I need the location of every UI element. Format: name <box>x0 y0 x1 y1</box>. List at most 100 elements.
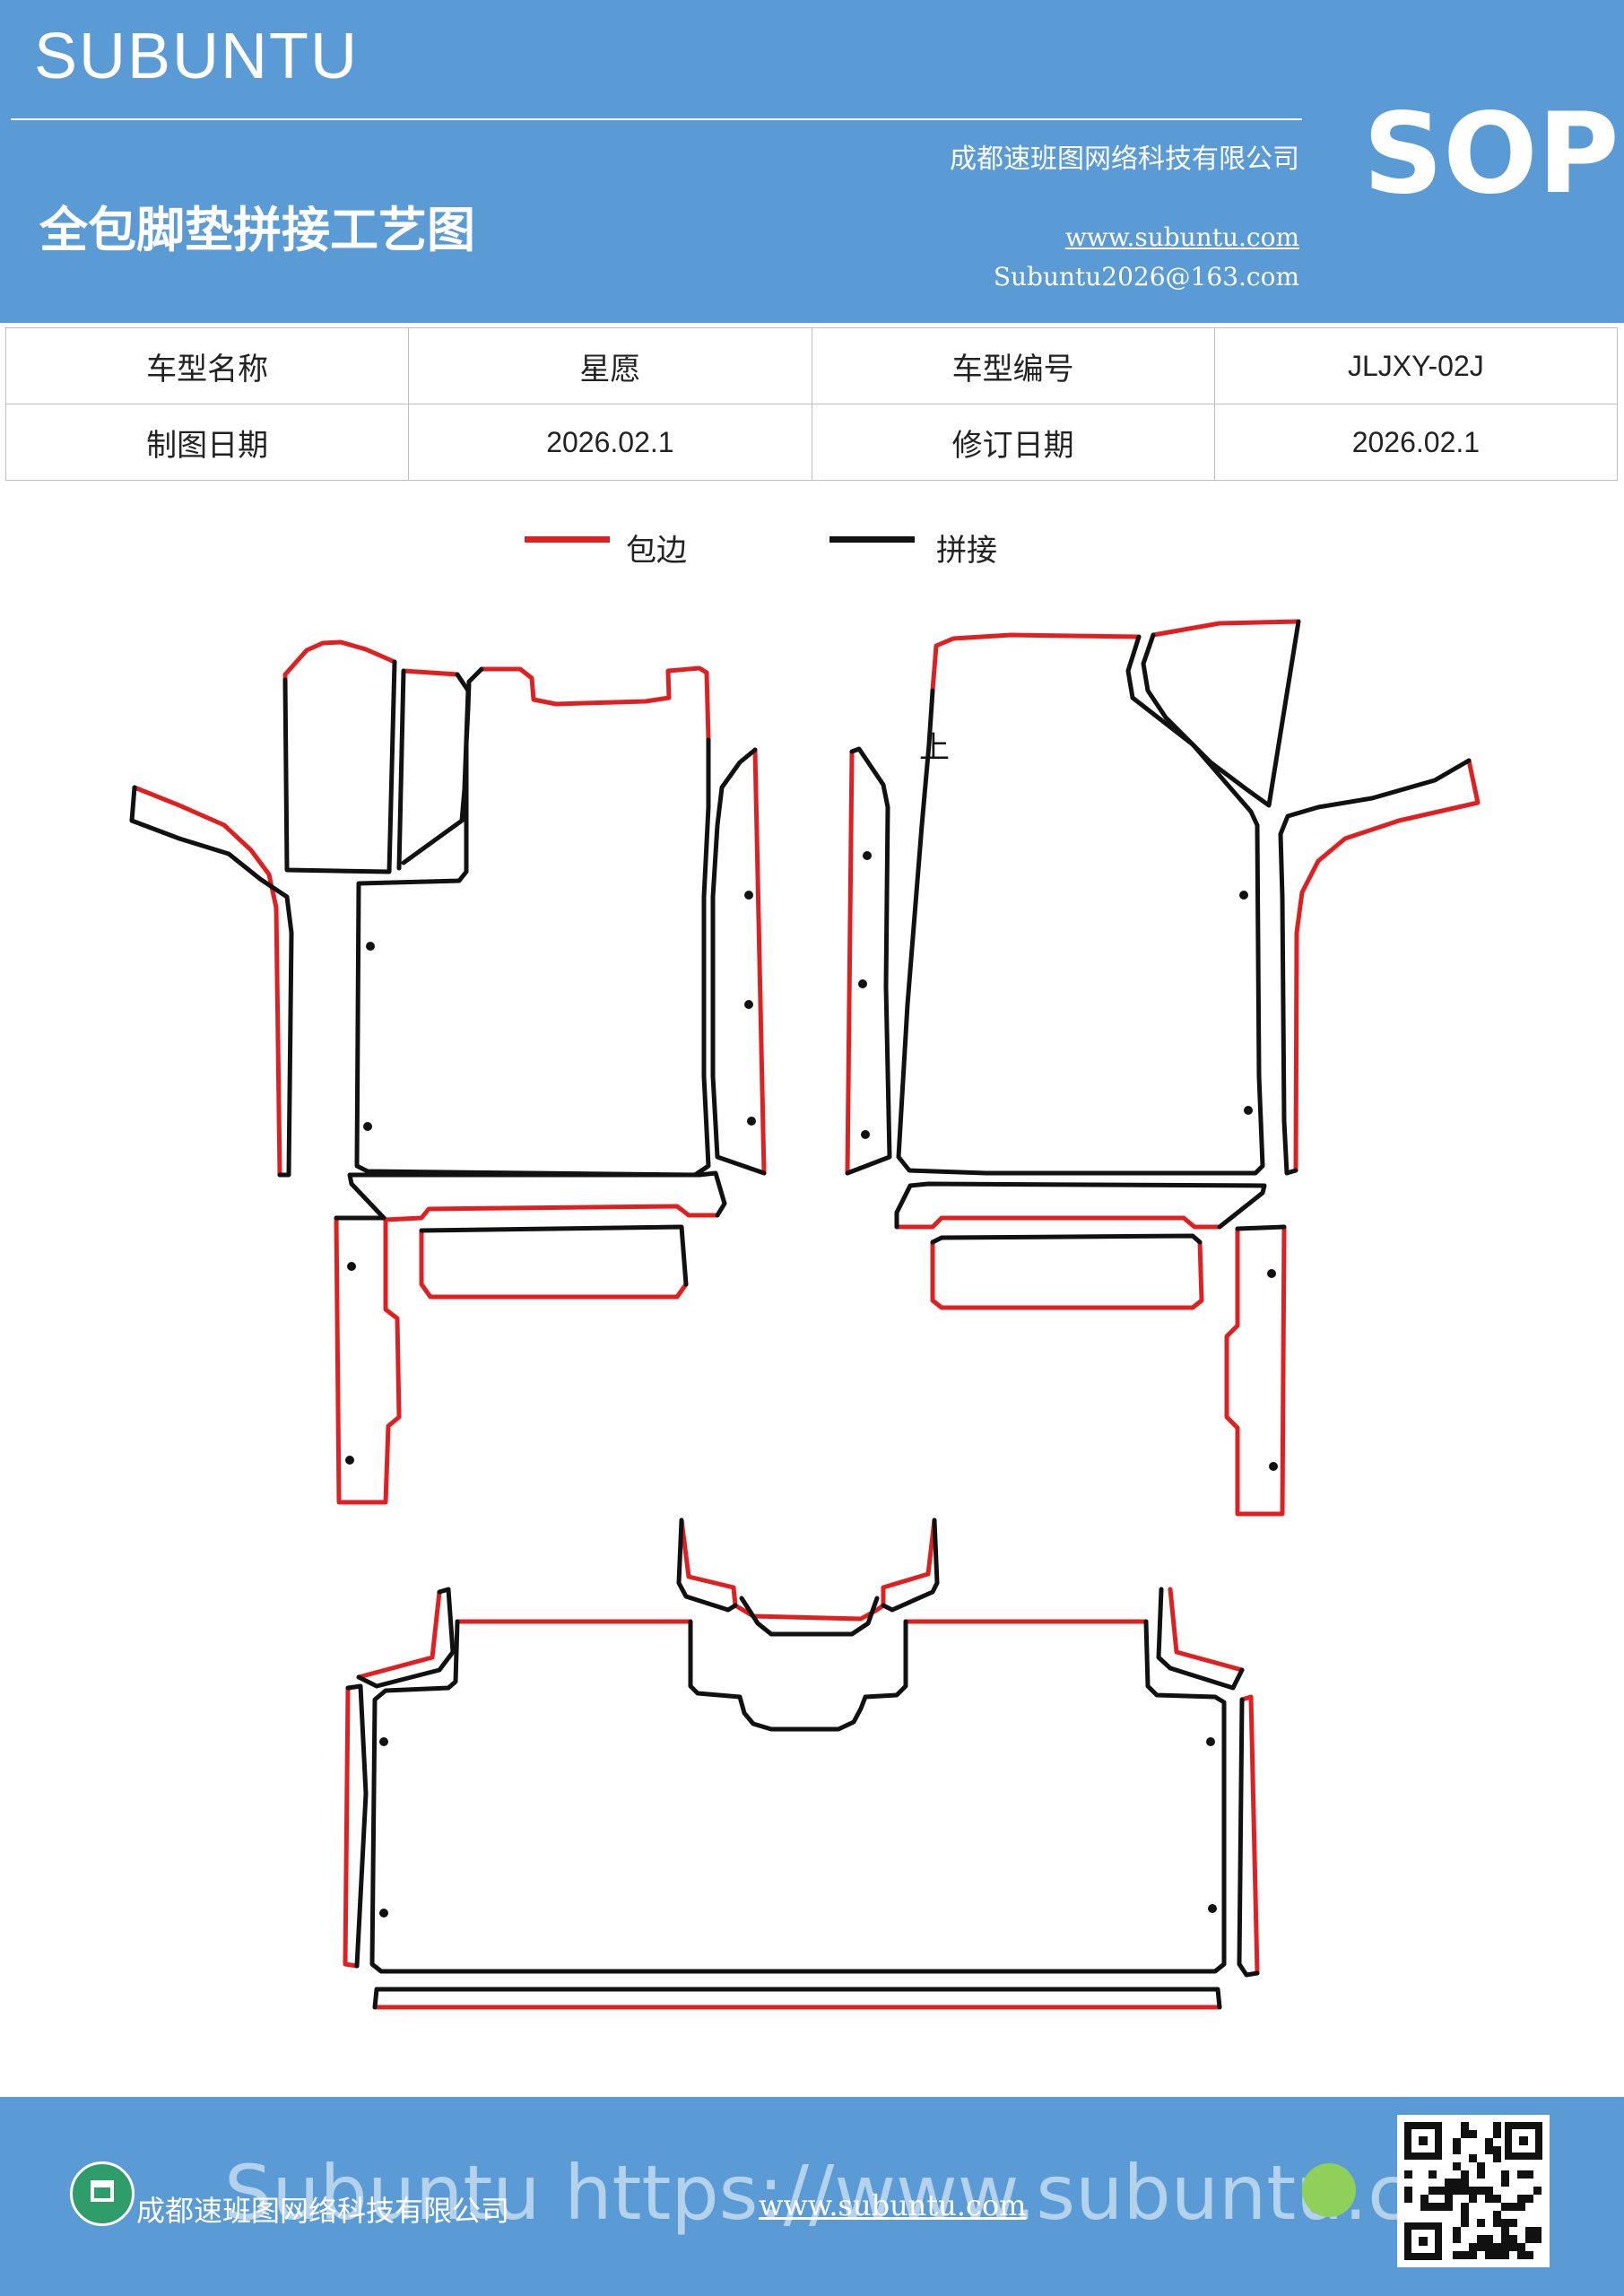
email-link[interactable]: Subuntu2026@163.com <box>993 262 1299 291</box>
qr-module <box>1485 2146 1493 2154</box>
table-cell: 2026.02.1 <box>1213 404 1619 481</box>
mat-edge <box>132 785 282 1178</box>
qr-module <box>1533 2227 1541 2235</box>
qr-module <box>1461 2130 1469 2138</box>
mat-seam <box>356 1587 456 1689</box>
qr-module <box>1420 2203 1429 2211</box>
qr-module <box>1461 2219 1469 2227</box>
table-cell: 车型编号 <box>811 327 1215 404</box>
qr-module <box>1477 2219 1485 2227</box>
footer-website-link[interactable]: www.subuntu.com <box>759 2188 1027 2222</box>
qr-module <box>1485 2138 1493 2146</box>
qr-module <box>1469 2130 1477 2138</box>
qr-finder <box>1404 2122 1442 2160</box>
mat-seam <box>845 746 892 1176</box>
qr-module <box>1501 2219 1509 2227</box>
mat-edge <box>334 1215 402 1505</box>
fastener-dot <box>744 1000 753 1009</box>
website-link[interactable]: www.subuntu.com <box>1064 222 1299 252</box>
fastener-dot <box>1239 891 1248 900</box>
qr-module <box>1533 2187 1541 2195</box>
table-cell: 制图日期 <box>4 404 410 481</box>
mat-edge <box>282 639 397 683</box>
mat-edge <box>479 665 711 743</box>
right-front-mat-group <box>845 619 1481 1517</box>
qr-module <box>1437 2203 1445 2211</box>
qr-finder <box>1404 2222 1442 2260</box>
qr-module <box>1461 2251 1469 2259</box>
qr-module <box>1404 2187 1412 2195</box>
mat-edge <box>752 747 767 1176</box>
qr-module <box>1493 2219 1501 2227</box>
mat-edge <box>894 1215 1222 1230</box>
fastener-dots <box>345 851 1278 1918</box>
fastener-dot <box>1208 1904 1217 1913</box>
legend-label-edge: 包边 <box>626 533 687 569</box>
mat-edge <box>930 1239 1204 1310</box>
table-row: 车型名称 星愿 车型编号 JLJXY-02J <box>4 327 1619 404</box>
qr-module <box>1517 2195 1525 2203</box>
mat-edge <box>343 1685 360 1969</box>
fastener-dot <box>379 1737 388 1746</box>
qr-module <box>1501 2251 1509 2259</box>
company-name: 成都速班图网络科技有限公司 <box>950 144 1299 175</box>
header-banner: SUBUNTU 全包脚垫拼接工艺图 成都速班图网络科技有限公司 www.subu… <box>0 0 1624 323</box>
qr-module <box>1493 2211 1501 2219</box>
qr-module <box>1404 2170 1412 2179</box>
qr-module <box>1469 2154 1477 2162</box>
qr-module <box>1461 2187 1469 2195</box>
mat-seam <box>676 1518 940 1637</box>
qr-module <box>1461 2211 1469 2219</box>
qr-module <box>1445 2187 1453 2195</box>
qr-code[interactable] <box>1397 2115 1550 2267</box>
qr-module <box>1525 2227 1533 2235</box>
mat-seam <box>345 1683 369 1969</box>
qr-module <box>1533 2235 1541 2243</box>
footer-company-name: 成都速班图网络科技有限公司 <box>136 2194 510 2228</box>
mat-seam <box>354 666 711 1178</box>
table-row: 制图日期 2026.02.1 修订日期 2026.02.1 <box>4 404 1619 481</box>
mat-seam <box>1141 619 1301 808</box>
mat-seam <box>282 659 397 874</box>
qr-module <box>1429 2203 1437 2211</box>
mat-edge <box>845 749 855 1176</box>
qr-module <box>1493 2122 1501 2130</box>
mat-edge <box>383 1204 720 1222</box>
fastener-dot <box>1269 1462 1278 1471</box>
mat-edge <box>356 1589 442 1680</box>
info-table: 车型名称 星愿 车型编号 JLJXY-02J 制图日期 2026.02.1 修订… <box>4 327 1619 481</box>
qr-module <box>1445 2195 1453 2203</box>
mat-edge <box>930 632 1142 693</box>
building-icon <box>70 2161 135 2226</box>
qr-module <box>1501 2170 1509 2179</box>
mat-seam <box>369 1619 1227 1974</box>
mat-edge <box>419 1228 689 1300</box>
qr-module <box>1501 2243 1509 2251</box>
qr-module <box>1461 2170 1469 2179</box>
mat-edge <box>679 1518 937 1622</box>
mat-seam <box>710 747 767 1176</box>
qr-module <box>1525 2235 1533 2243</box>
qr-module <box>1453 2179 1461 2187</box>
qr-module <box>1517 2251 1525 2259</box>
footer-banner: 成都速班图网络科技有限公司 www.subuntu.com Subuntu ht… <box>0 2097 1624 2296</box>
qr-module <box>1469 2187 1477 2195</box>
mat-edge <box>1151 619 1301 638</box>
qr-module <box>1509 2235 1517 2243</box>
rear-mat-group <box>343 1518 1260 2010</box>
table-cell: JLJXY-02J <box>1213 327 1619 404</box>
floor-mat-diagram: 上 <box>129 619 1481 2010</box>
table-cell: 星愿 <box>408 327 812 404</box>
fastener-dot <box>1267 1269 1276 1278</box>
qr-module <box>1525 2170 1533 2179</box>
qr-module <box>1453 2235 1461 2243</box>
qr-module <box>1404 2195 1412 2203</box>
mat-seam <box>347 1170 727 1222</box>
mat-edge <box>1168 1587 1245 1673</box>
mat-seam <box>1235 1224 1287 1231</box>
mat-seam <box>896 634 1265 1176</box>
legend-swatch-edge <box>525 536 610 543</box>
qr-module <box>1485 2235 1493 2243</box>
qr-module <box>1453 2138 1461 2146</box>
qr-module <box>1445 2203 1453 2211</box>
